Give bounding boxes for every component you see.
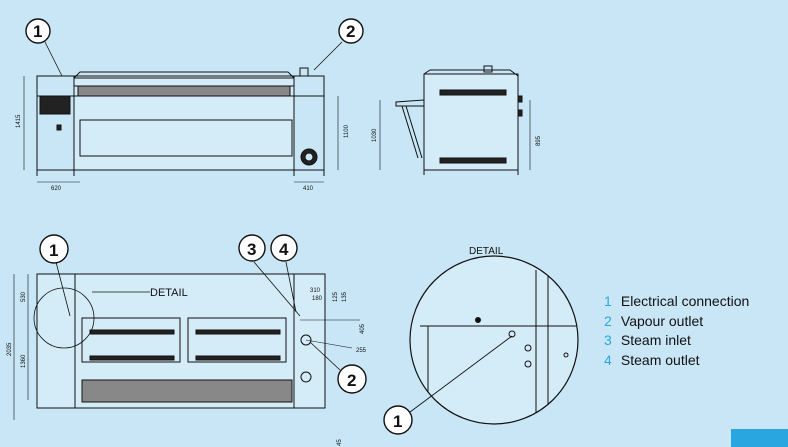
legend-label: Steam outlet <box>620 351 700 368</box>
svg-text:1: 1 <box>49 241 58 260</box>
dim-top-125: 125 <box>333 291 339 302</box>
legend: 1 Electrical connection 2 Vapour outlet … <box>604 292 788 370</box>
dim-top-bottom: 45 <box>337 439 343 446</box>
svg-text:1: 1 <box>33 22 42 41</box>
dim-top-upper: 530 <box>21 291 27 302</box>
dim-top-405: 405 <box>360 323 366 334</box>
dim-side-right-height: 895 <box>536 135 542 146</box>
top-callout-1: 1 <box>39 234 69 264</box>
dim-top-310: 310 <box>310 288 321 294</box>
dim-top-depth: 2035 <box>7 342 13 356</box>
dim-front-inner-height: 1100 <box>344 124 350 138</box>
dim-front-height: 1415 <box>16 114 22 128</box>
dim-top-255: 255 <box>356 348 367 354</box>
legend-number: 2 <box>604 312 612 329</box>
dim-front-width-right: 410 <box>303 186 314 192</box>
legend-item: 3 Steam inlet <box>604 331 788 351</box>
legend-item: 1 Electrical connection <box>604 292 788 312</box>
legend-number: 4 <box>604 351 612 368</box>
dim-top-135: 135 <box>342 291 348 302</box>
side-view <box>379 65 531 175</box>
top-callout-4: 4 <box>270 234 298 262</box>
detail-label-circle: DETAIL <box>469 246 504 257</box>
legend-label: Steam inlet <box>620 332 691 348</box>
top-callout-3: 3 <box>238 234 266 262</box>
svg-text:2: 2 <box>346 22 355 41</box>
svg-text:3: 3 <box>247 240 256 259</box>
dim-top-180: 180 <box>312 296 323 302</box>
legend-label: Electrical connection <box>620 293 750 309</box>
legend-item: 4 Steam outlet <box>604 351 788 371</box>
front-view <box>23 39 343 183</box>
top-view <box>13 261 360 420</box>
top-callout-2: 2 <box>337 364 367 394</box>
detail-callout-1: 1 <box>383 405 413 435</box>
accent-bar <box>731 429 788 447</box>
legend-number: 3 <box>604 332 612 348</box>
svg-text:2: 2 <box>347 371 356 390</box>
dim-side-height: 1030 <box>372 128 378 142</box>
legend-label: Vapour outlet <box>620 312 704 329</box>
front-callout-2: 2 <box>338 18 364 44</box>
dim-top-lower: 1360 <box>21 354 27 368</box>
svg-text:1: 1 <box>393 412 402 431</box>
legend-item: 2 Vapour outlet <box>604 312 788 332</box>
dim-front-width-left: 620 <box>51 186 62 192</box>
svg-text:4: 4 <box>279 240 289 259</box>
detail-label-top: DETAIL <box>150 287 188 299</box>
detail-view <box>401 255 579 425</box>
front-callout-1: 1 <box>25 18 51 44</box>
legend-number: 1 <box>604 293 612 309</box>
